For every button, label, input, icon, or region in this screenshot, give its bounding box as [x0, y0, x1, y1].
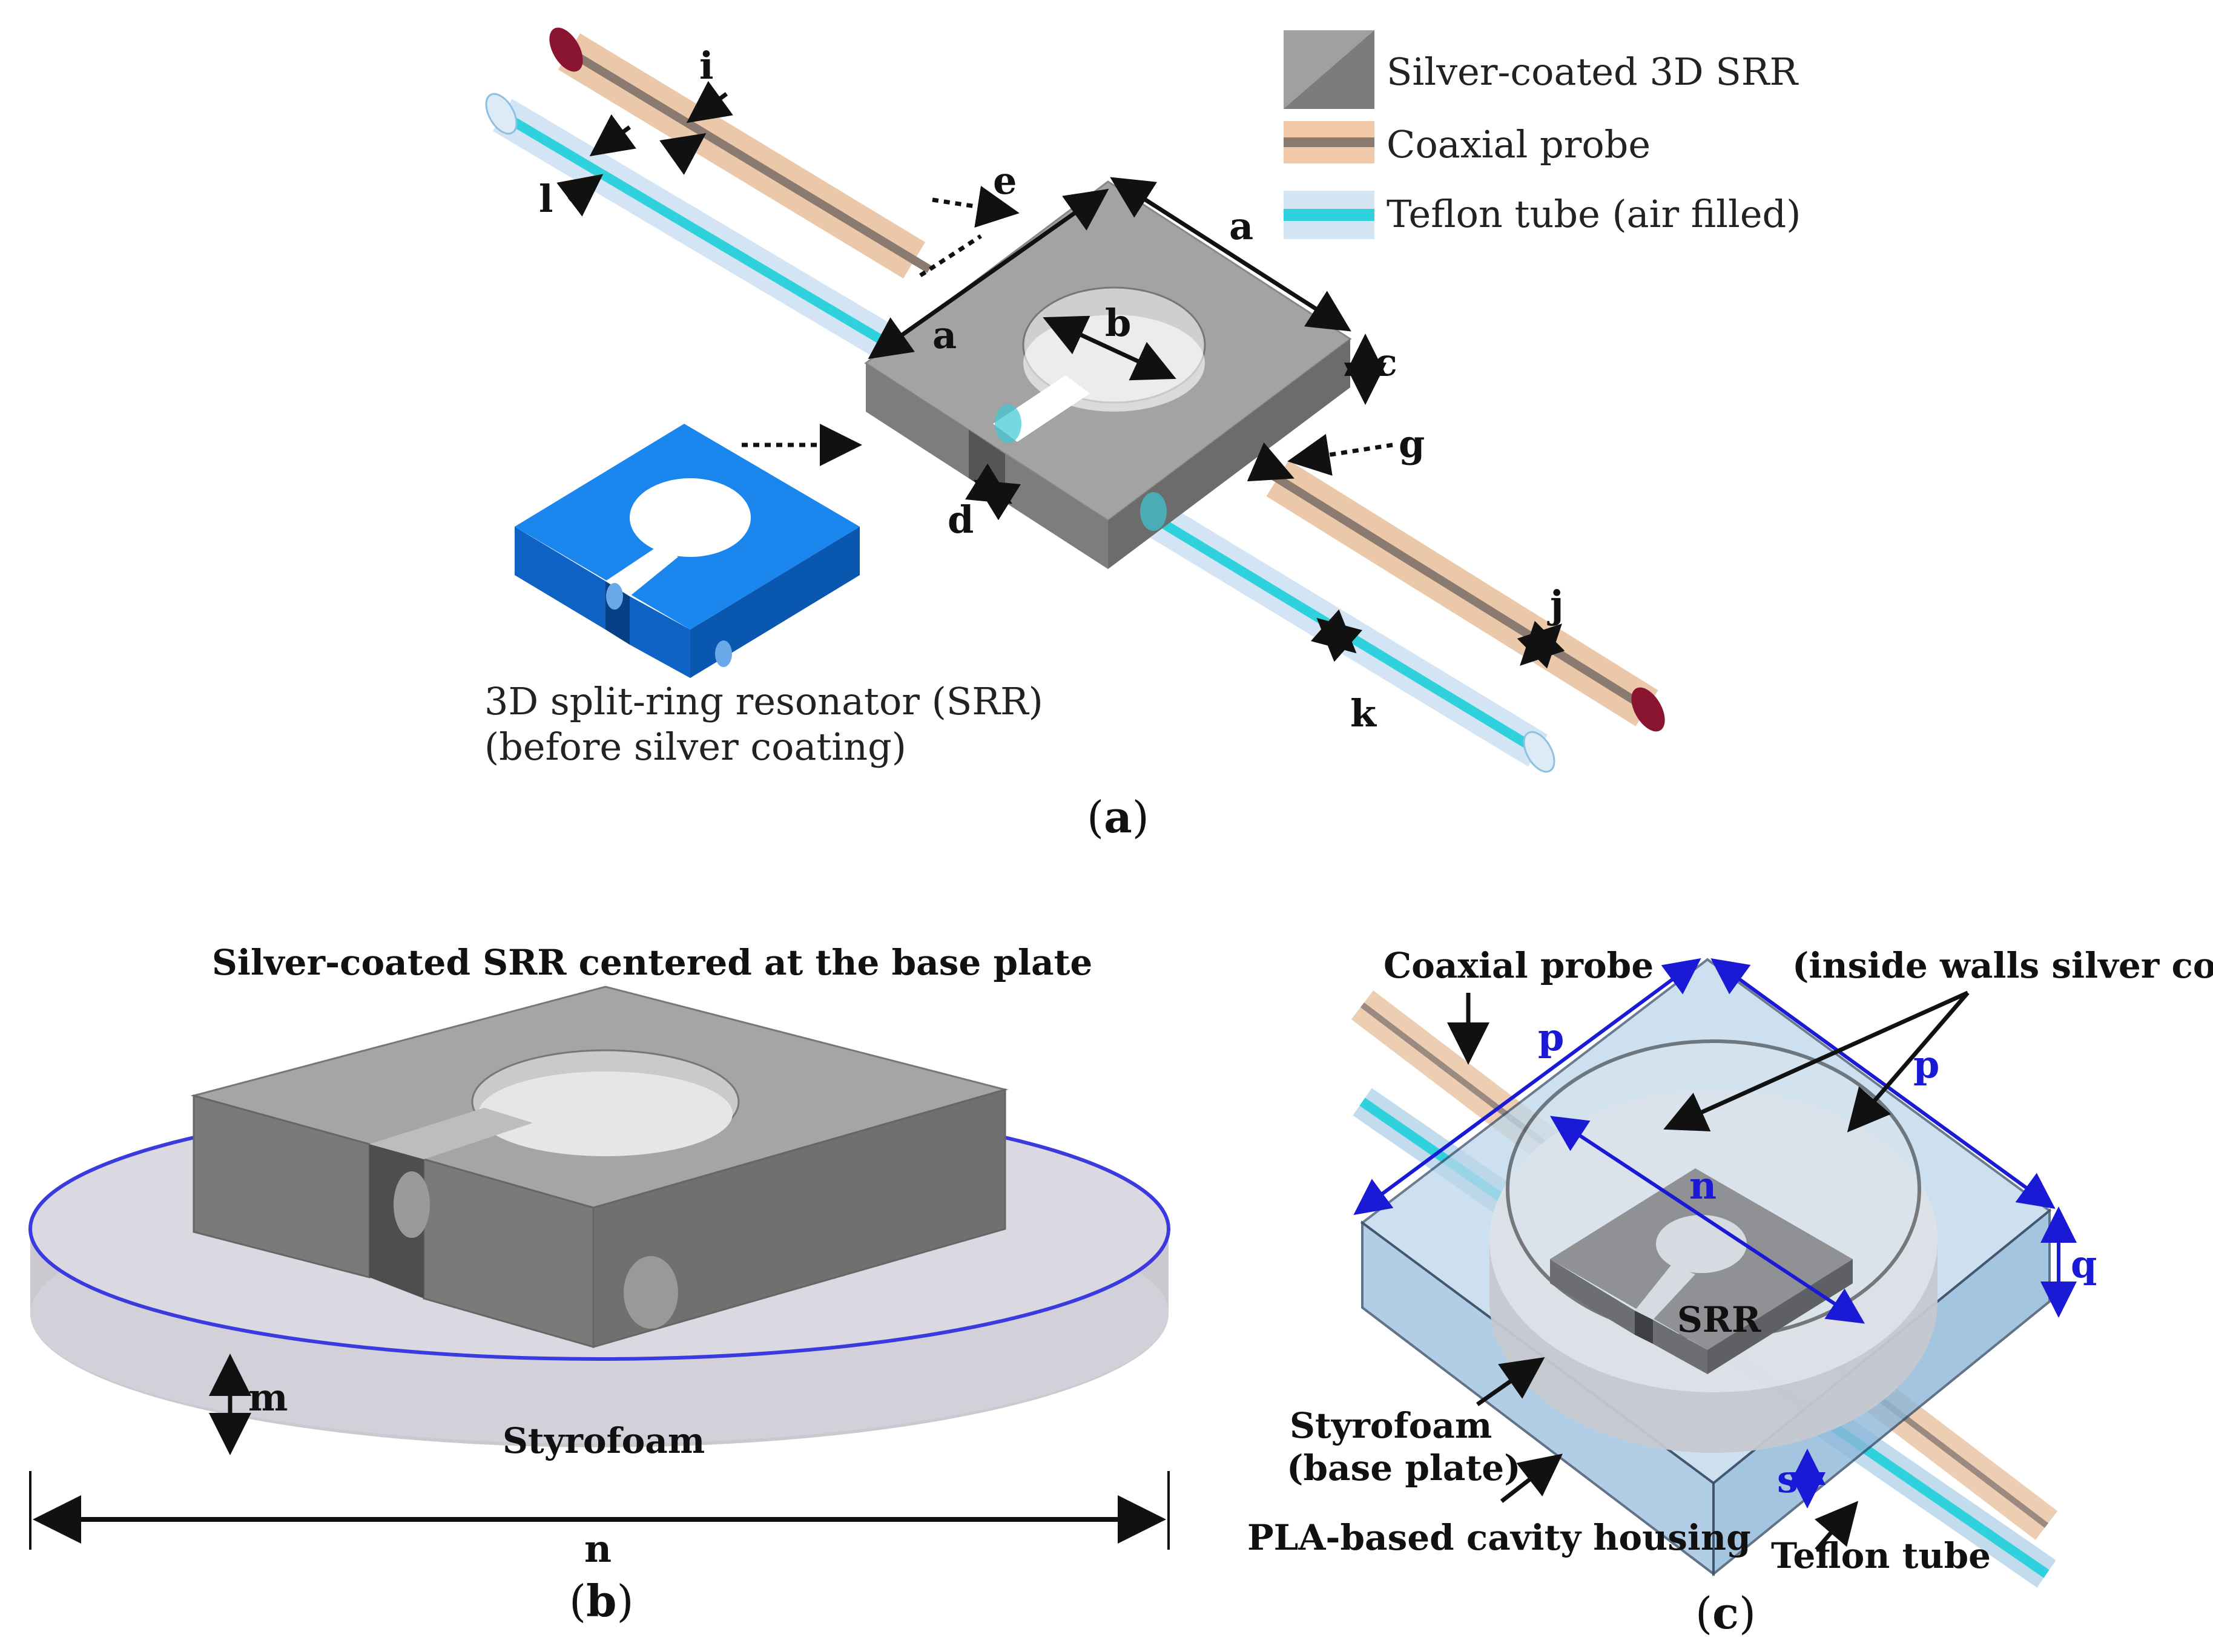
dim-e: e	[993, 159, 1017, 203]
dim-a-left: a	[932, 313, 957, 357]
styrofoam-label-b: Styrofoam	[503, 1420, 705, 1461]
dim-p-left: p	[1538, 1015, 1564, 1059]
legend-label-probe: Coaxial probe	[1387, 122, 1651, 166]
dim-j: j	[1547, 582, 1563, 627]
legend: Silver-coated 3D SRR Coaxial probe Teflo…	[1284, 30, 1801, 239]
dim-g: g	[1399, 422, 1425, 466]
panel-a: a a b c d e g i j k l Silver-coated 3D S…	[484, 27, 1801, 843]
coaxial-probe-lower	[1263, 460, 1665, 732]
srr-on-base	[190, 986, 1009, 1348]
caption-b: (b)	[569, 1575, 634, 1627]
teflon-label-c: Teflon tube	[1771, 1535, 1991, 1576]
caption-c: (c)	[1695, 1587, 1756, 1639]
silver-srr-block	[864, 180, 1352, 569]
caption-a: (a)	[1087, 791, 1149, 843]
panel-b: Silver-coated SRR centered at the base p…	[28, 942, 1170, 1627]
dim-b: b	[1105, 301, 1131, 345]
dim-q: q	[2071, 1242, 2097, 1286]
srr-label-c: SRR	[1677, 1299, 1761, 1340]
teflon-tube-upper	[485, 93, 900, 361]
styrofoam-label-c2: (base plate)	[1287, 1447, 1521, 1489]
coaxial-label-c: Coaxial probe	[1384, 945, 1654, 986]
walls-label: (inside walls silver coated)	[1792, 945, 2213, 986]
dotted-leaders-a	[742, 185, 1393, 476]
dim-a-right: a	[1229, 204, 1253, 248]
dim-s: s	[1777, 1457, 1798, 1501]
legend-label-teflon: Teflon tube (air filled)	[1387, 192, 1801, 236]
dim-m: m	[248, 1375, 288, 1420]
teflon-tube-lower	[1128, 492, 1555, 773]
panel-b-title: Silver-coated SRR centered at the base p…	[212, 942, 1092, 983]
panel-c: SRR p p n q s Coaxial probe (inside wall…	[1247, 945, 2213, 1639]
legend-label-srr: Silver-coated 3D SRR	[1387, 50, 1799, 94]
leader-arrows-c	[1447, 990, 1970, 1552]
dimension-arrows-a	[556, 81, 1565, 669]
dim-k: k	[1350, 691, 1377, 736]
dim-n-b: n	[584, 1527, 612, 1571]
srr-caption-line2: (before silver coating)	[484, 725, 906, 769]
srr-caption-line1: 3D split-ring resonator (SRR)	[484, 679, 1043, 723]
dim-i: i	[699, 44, 714, 88]
dimension-arrows-c	[1353, 958, 2077, 1509]
pla-label: PLA-based cavity housing	[1247, 1517, 1751, 1558]
dim-l: l	[539, 177, 553, 221]
dim-n-c: n	[1689, 1163, 1717, 1208]
styrofoam-label-c1: Styrofoam	[1290, 1405, 1492, 1446]
blue-srr-block	[515, 424, 860, 678]
dim-d: d	[948, 498, 974, 542]
dim-c: c	[1374, 340, 1397, 384]
